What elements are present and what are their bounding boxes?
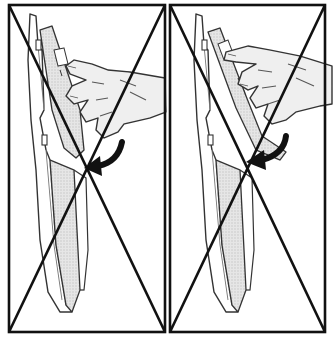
panel-1-cross-out (9, 5, 165, 332)
panel-1 (9, 5, 166, 332)
panel-2 (170, 5, 332, 332)
panel-1-rotation-arrow (84, 142, 122, 176)
